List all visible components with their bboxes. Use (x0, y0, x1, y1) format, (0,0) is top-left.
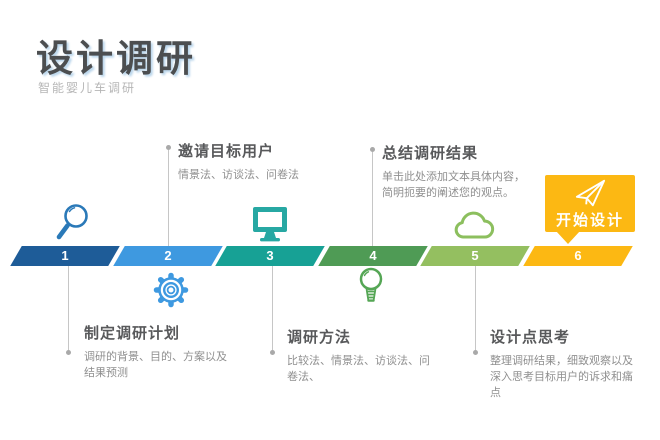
magnifier-icon (52, 200, 92, 244)
start-design-label: 开始设计 (555, 212, 624, 229)
step-5-body: 整理调研结果，细致观察以及深入思考目标用户的诉求和痛点 (490, 355, 633, 399)
callout-notch (556, 231, 580, 244)
connector-dot-step-2 (166, 145, 171, 150)
timeline-segment-5: 5 (420, 246, 530, 266)
connector-line-step-4 (372, 152, 373, 246)
step-2-text-block: 邀请目标用户 情景法、访谈法、问卷法 (178, 140, 328, 184)
gear-icon (151, 270, 191, 310)
step-3-text-block: 调研方法 比较法、情景法、访谈法、问卷法、 (287, 326, 437, 386)
step-1-text-block: 制定调研计划 调研的背景、目的、方案以及结果预测 (84, 322, 234, 382)
connector-line-step-5 (475, 266, 476, 352)
connector-line-step-1 (68, 266, 69, 352)
page-title: 设计调研 (36, 38, 196, 79)
step-4-text-block: 总结调研结果 单击此处添加文本具体内容，简明扼要的阐述您的观点。 (382, 142, 532, 202)
connector-dot-step-1 (66, 350, 71, 355)
timeline-segment-1: 1 (10, 246, 120, 266)
page-subtitle: 智能婴儿车调研 (38, 81, 137, 95)
timeline-segment-6: 6 (523, 246, 633, 266)
step-number: 2 (164, 248, 172, 263)
step-number: 5 (471, 248, 479, 263)
connector-dot-step-4 (370, 147, 375, 152)
step-3-heading: 调研方法 (287, 329, 352, 346)
cloud-icon (451, 207, 499, 243)
start-design-callout: 开始设计 (545, 175, 635, 232)
timeline-segment-3: 3 (215, 246, 325, 266)
timeline-segment-4: 4 (318, 246, 428, 266)
connector-dot-step-5 (473, 350, 478, 355)
step-2-heading: 邀请目标用户 (178, 143, 275, 160)
step-2-body: 情景法、访谈法、问卷法 (178, 169, 299, 181)
step-number: 1 (61, 248, 69, 263)
step-4-heading: 总结调研结果 (382, 145, 479, 162)
paper-plane-icon (570, 177, 610, 209)
step-1-body: 调研的背景、目的、方案以及结果预测 (84, 351, 227, 379)
connector-line-step-2 (168, 150, 169, 246)
step-5-heading: 设计点思考 (490, 329, 571, 346)
lightbulb-icon (356, 267, 386, 309)
connector-dot-step-3 (270, 350, 275, 355)
connector-line-step-3 (272, 266, 273, 352)
step-number: 4 (369, 248, 377, 263)
timeline-segment-2: 2 (113, 246, 223, 266)
step-5-text-block: 设计点思考 整理调研结果，细致观察以及深入思考目标用户的诉求和痛点 (490, 326, 640, 402)
step-1-heading: 制定调研计划 (84, 325, 181, 342)
monitor-icon (250, 205, 290, 243)
step-number: 3 (266, 248, 274, 263)
step-4-body: 单击此处添加文本具体内容，简明扼要的阐述您的观点。 (382, 171, 525, 199)
step-3-body: 比较法、情景法、访谈法、问卷法、 (287, 355, 430, 383)
step-number: 6 (574, 248, 582, 263)
